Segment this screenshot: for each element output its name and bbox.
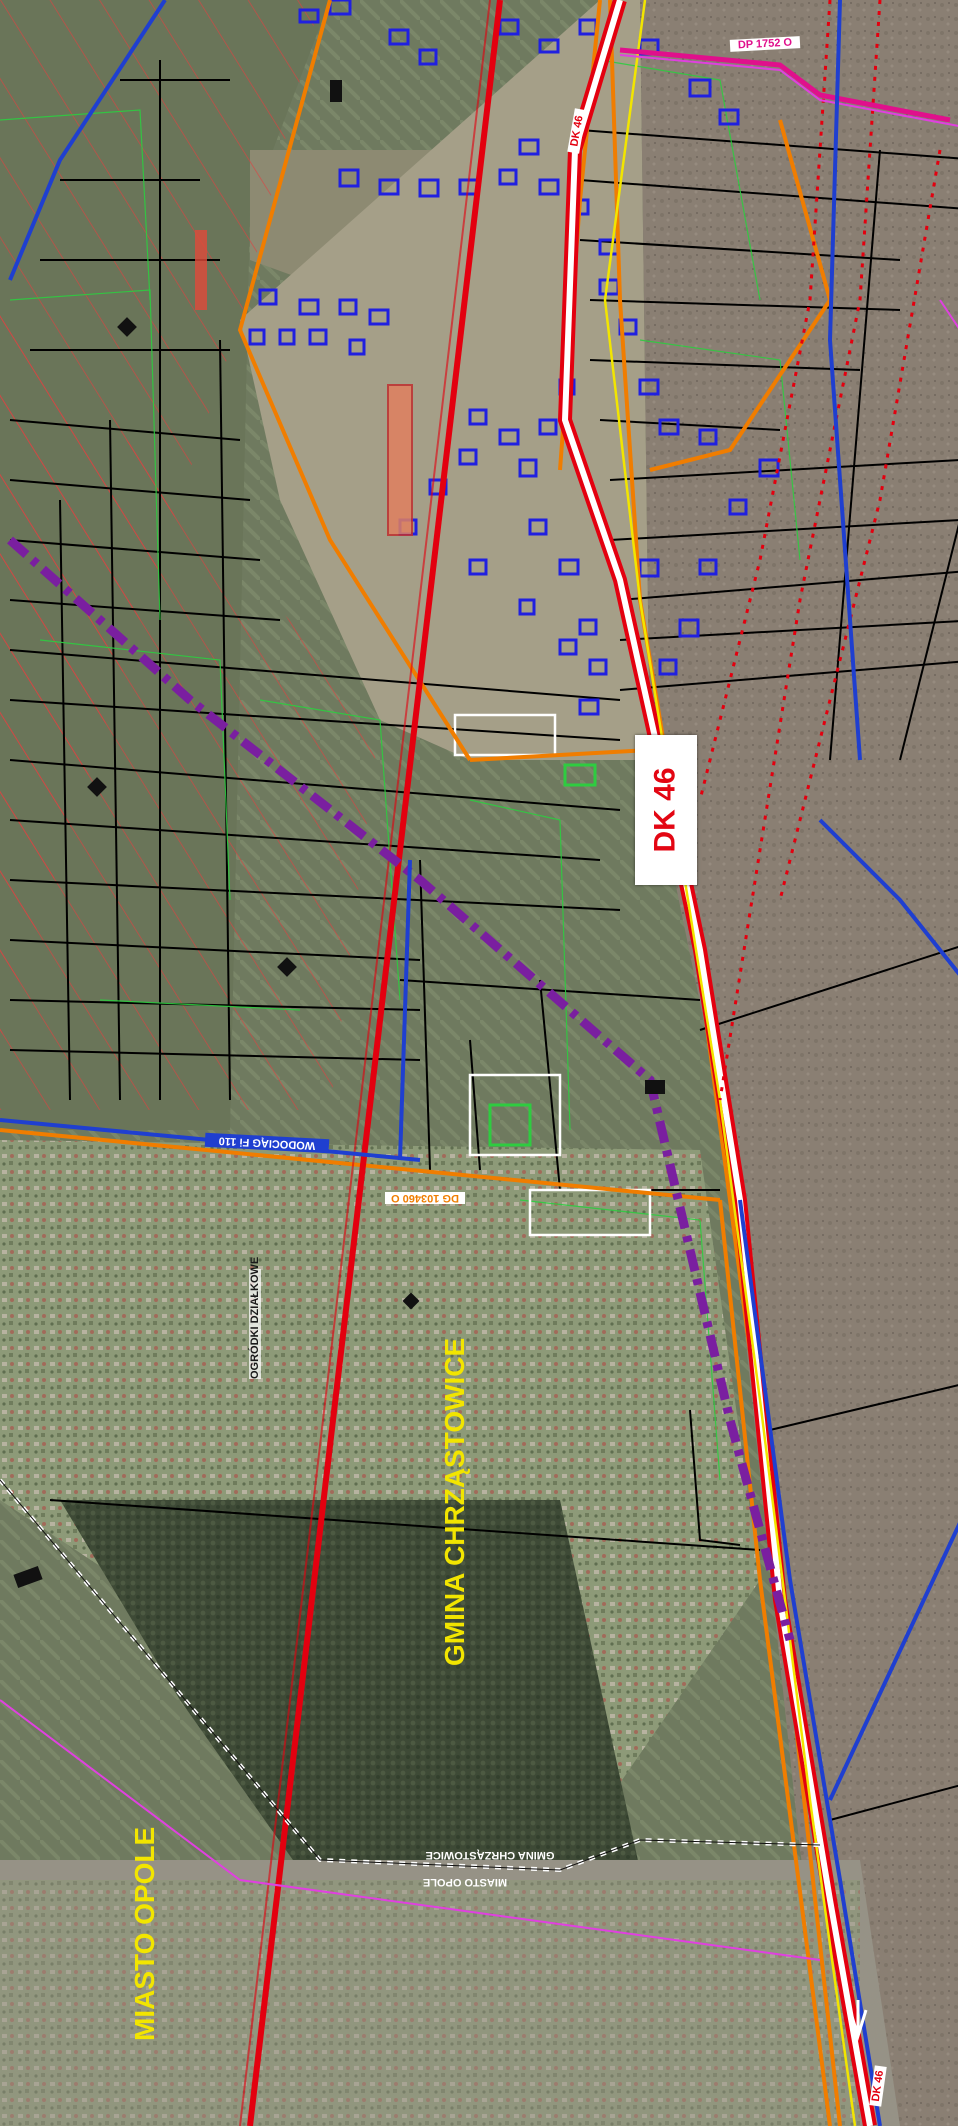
green-plot — [563, 763, 597, 787]
buildings — [248, 0, 780, 716]
road-edge — [603, 0, 857, 2126]
label-allotments: OGRÓDKI DZIAŁKOWE — [249, 1256, 261, 1379]
label-municipal-road: DG 103460 O — [385, 1192, 465, 1204]
district-road-line — [619, 47, 951, 123]
label-city: MIASTO OPOLE — [129, 1826, 160, 2041]
forest-area — [60, 1500, 640, 1870]
sports-field — [488, 1103, 532, 1147]
parcel-boundaries — [9, 60, 980, 1821]
label-municipality: GMINA CHRZĄSTOWICE — [439, 1337, 470, 1666]
hatched-zone-lower — [0, 300, 380, 1110]
planned-zone-strip — [387, 384, 413, 536]
power-line-secondary — [239, 0, 491, 2126]
map-frame-edge — [958, 0, 980, 2126]
label-boundary-city: MIASTO OPOLE — [422, 1876, 508, 1888]
power-lines — [247, 0, 503, 2126]
direction-arrow — [848, 2000, 868, 2042]
road-sign-label: DK 46 — [649, 767, 683, 853]
map-markers — [13, 80, 665, 1589]
planned-line-dotted — [698, 0, 942, 1101]
city-gardens — [0, 1880, 860, 2126]
municipal-boundary-core — [0, 1479, 821, 1871]
planned-marker — [195, 230, 207, 310]
label-boundary-municipality: GMINA CHRZĄSTOWICE — [425, 1849, 555, 1861]
road-sign-dk46: DK 46 — [635, 735, 697, 885]
heathland — [640, 0, 980, 2126]
